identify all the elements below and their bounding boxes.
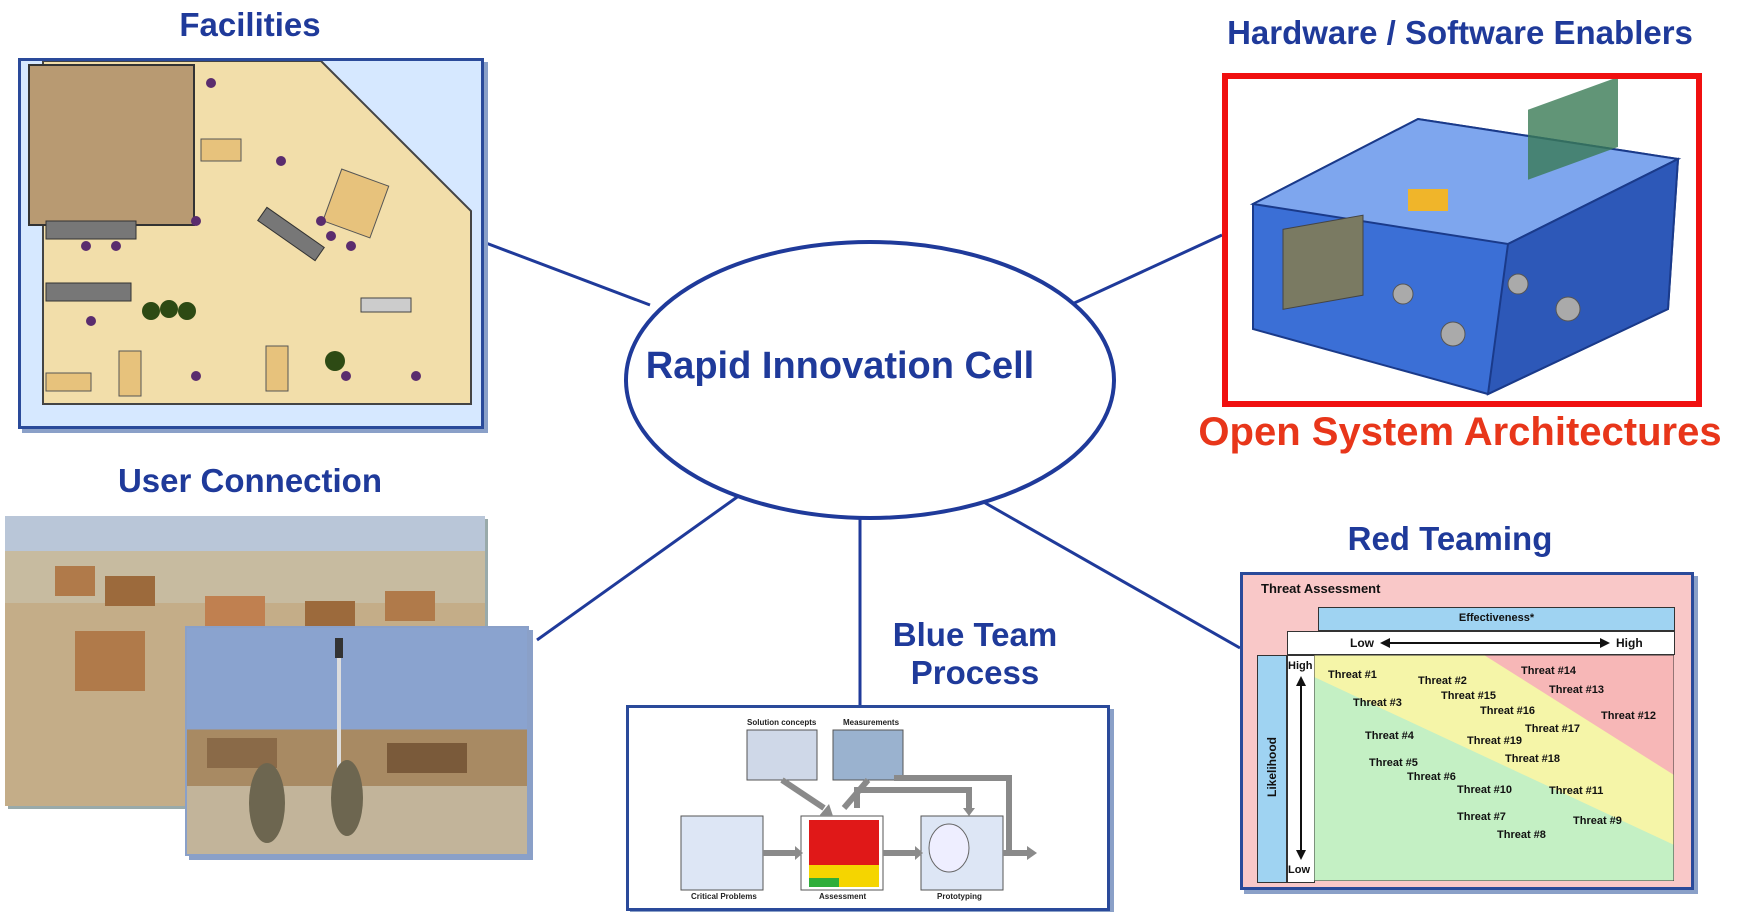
threat-11: Threat #11 bbox=[1549, 785, 1604, 797]
threat-12: Threat #12 bbox=[1601, 710, 1657, 722]
threat-8: Threat #8 bbox=[1497, 829, 1546, 841]
likelihood-label: Likelihood bbox=[1265, 737, 1279, 797]
threat-4: Threat #4 bbox=[1365, 730, 1414, 742]
threat-5: Threat #5 bbox=[1369, 757, 1418, 769]
threat-3: Threat #3 bbox=[1353, 697, 1402, 709]
user-connection-title: User Connection bbox=[117, 462, 383, 499]
likelihood-header: Likelihood bbox=[1257, 655, 1287, 883]
connector-hardware bbox=[1069, 233, 1223, 307]
blue-team-diagram: Solution concepts Measurements Critical … bbox=[626, 705, 1110, 911]
threat-matrix-background bbox=[1314, 655, 1674, 881]
likelihood-low: Low bbox=[1288, 864, 1310, 876]
hardware-box-illustration bbox=[1249, 77, 1682, 396]
threat-assessment-chart: Threat Assessment Effectiveness* Low Hig… bbox=[1240, 572, 1694, 890]
blue-team-title: Blue Team Process bbox=[892, 616, 1058, 691]
critical-problems-label: Critical Problems bbox=[691, 892, 757, 901]
connector-user bbox=[536, 493, 741, 642]
connector-redteam bbox=[979, 498, 1241, 650]
facilities-floorplan bbox=[18, 58, 484, 429]
threat-13: Threat #13 bbox=[1549, 684, 1605, 696]
soldiers-scene bbox=[207, 638, 467, 843]
effectiveness-header: Effectiveness* bbox=[1318, 607, 1675, 631]
blue-team-flow bbox=[680, 729, 1037, 891]
likelihood-scale: High Low bbox=[1287, 655, 1315, 883]
center-label: Rapid Innovation Cell bbox=[645, 345, 1035, 387]
likelihood-high: High bbox=[1288, 660, 1313, 672]
prototyping-label: Prototyping bbox=[937, 892, 982, 901]
hardware-title: Hardware / Software Enablers bbox=[1227, 14, 1693, 51]
threat-9: Threat #9 bbox=[1573, 815, 1622, 827]
center-ellipse bbox=[624, 240, 1116, 520]
effectiveness-high: High bbox=[1616, 636, 1643, 650]
threat-10: Threat #10 bbox=[1457, 784, 1513, 796]
assessment-label: Assessment bbox=[819, 892, 867, 901]
red-teaming-title: Red Teaming bbox=[1347, 520, 1553, 557]
threat-18: Threat #18 bbox=[1505, 753, 1561, 765]
threat-16: Threat #16 bbox=[1480, 705, 1536, 717]
threat-2: Threat #2 bbox=[1418, 675, 1467, 687]
threat-6: Threat #6 bbox=[1407, 771, 1456, 783]
threat-1: Threat #1 bbox=[1328, 669, 1377, 681]
likelihood-arrow bbox=[1296, 676, 1306, 860]
connector-facilities bbox=[477, 238, 651, 307]
threat-15: Threat #15 bbox=[1441, 690, 1497, 702]
effectiveness-arrow bbox=[1380, 638, 1610, 648]
threat-assessment-title: Threat Assessment bbox=[1261, 581, 1381, 596]
open-system-architectures-label: Open System Architectures bbox=[1198, 410, 1722, 454]
solution-concepts-label: Solution concepts bbox=[747, 718, 817, 727]
threat-7: Threat #7 bbox=[1457, 811, 1506, 823]
effectiveness-label: Effectiveness* bbox=[1458, 612, 1535, 624]
effectiveness-scale: Low High bbox=[1287, 631, 1675, 655]
effectiveness-low: Low bbox=[1350, 636, 1374, 650]
hardware-image bbox=[1222, 73, 1702, 407]
threat-19: Threat #19 bbox=[1467, 735, 1523, 747]
threat-14: Threat #14 bbox=[1521, 665, 1577, 677]
facilities-title: Facilities bbox=[179, 6, 321, 43]
soldiers-photo bbox=[185, 626, 529, 856]
village-buildings bbox=[55, 566, 435, 691]
measurements-label: Measurements bbox=[843, 718, 900, 727]
threat-17: Threat #17 bbox=[1525, 723, 1581, 735]
floorplan-drawing bbox=[28, 60, 472, 405]
